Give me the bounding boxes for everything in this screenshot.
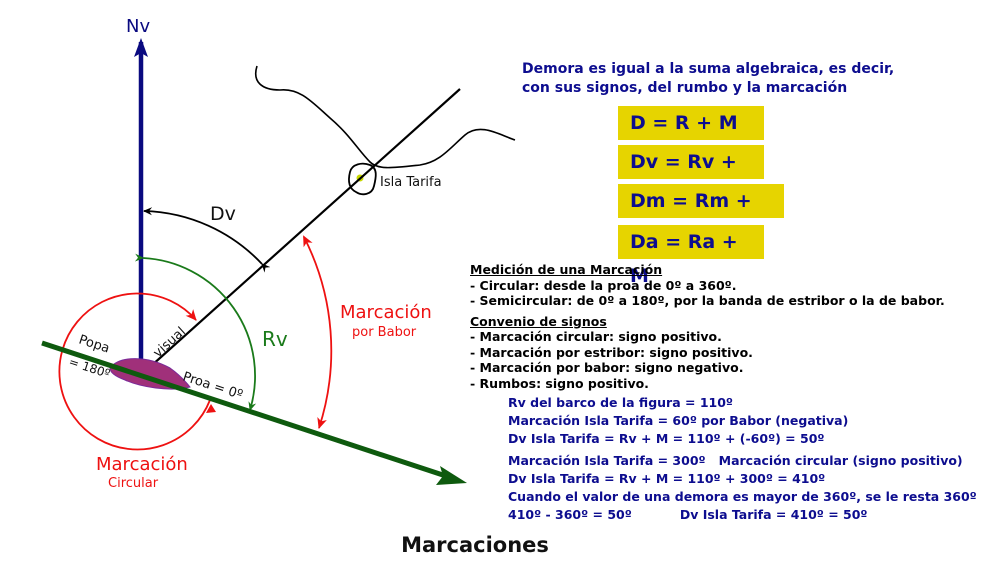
example-line: Rv del barco de la figura = 110º xyxy=(508,395,733,410)
medicion-item: - Circular: desde la proa de 0º a 360º. xyxy=(470,277,737,293)
example-final-row: 410º - 360º = 50º Dv Isla Tarifa = 410º =… xyxy=(508,506,977,524)
marcacion-circular-sublabel: Circular xyxy=(108,476,159,491)
ship-hull xyxy=(109,358,191,390)
dv-arc xyxy=(143,207,271,273)
notes-section: Medición de una Marcación - Circular: de… xyxy=(470,262,945,391)
coastline xyxy=(255,65,516,169)
medicion-heading: Medición de una Marcación xyxy=(470,262,663,277)
north-label: Nv xyxy=(126,16,150,37)
marcacion-circular-arc xyxy=(58,292,211,451)
convenio-item: - Rumbos: signo positivo. xyxy=(470,375,649,391)
formula-dm: Dm = Rm + M xyxy=(618,184,784,246)
example-line: Dv Isla Tarifa = Rv + M = 110º + (-60º) … xyxy=(508,431,825,446)
island-label: Isla Tarifa xyxy=(380,175,442,190)
rv-arc xyxy=(134,253,257,411)
example-line: Dv Isla Tarifa = Rv + M = 110º + 300º = … xyxy=(508,471,826,486)
marcacion-babor-arc xyxy=(303,235,333,429)
intro-text: Demora es igual a la suma algebraica, es… xyxy=(522,60,894,98)
heading-line xyxy=(41,340,453,481)
marcacion-babor-label: Marcación xyxy=(340,302,432,323)
medicion-item: - Semicircular: de 0º a 180º, por la ban… xyxy=(470,293,945,308)
dv-label: Dv xyxy=(210,203,236,225)
example-line: Marcación Isla Tarifa = 300º Marcación c… xyxy=(508,453,963,468)
page-title: Marcaciones xyxy=(401,533,549,557)
convenio-heading: Convenio de signos xyxy=(470,313,607,329)
north-arrow-icon xyxy=(134,38,148,57)
marcacion-babor-sublabel: por Babor xyxy=(352,325,417,340)
intro-line-2: con sus signos, del rumbo y la marcación xyxy=(522,80,848,96)
intro-line-1: Demora es igual a la suma algebraica, es… xyxy=(522,61,895,77)
formula-dv: Dv = Rv + M xyxy=(618,145,764,207)
formula-da: Da = Ra + M xyxy=(618,225,764,287)
example-section: Rv del barco de la figura = 110º Marcaci… xyxy=(508,394,977,524)
example-line: Marcación Isla Tarifa = 60º por Babor (n… xyxy=(508,413,849,428)
heading-arrow-icon xyxy=(436,466,467,485)
example-line: Cuando el valor de una demora es mayor d… xyxy=(508,489,977,504)
marcacion-circular-label: Marcación xyxy=(96,454,188,475)
convenio-item: - Marcación por babor: signo negativo. xyxy=(470,360,744,375)
convenio-item: - Marcación circular: signo positivo. xyxy=(470,329,722,344)
example-subtraction: 410º - 360º = 50º xyxy=(508,507,632,522)
convenio-item: - Marcación por estribor: signo positivo… xyxy=(470,344,753,360)
visual-label: visual xyxy=(151,324,189,361)
popa-label: Popa xyxy=(77,333,112,357)
example-result: Dv Isla Tarifa = 410º = 50º xyxy=(679,507,868,522)
marcacion-circular-start-arrow-icon xyxy=(206,404,216,413)
formula-d: D = R + M xyxy=(618,106,764,140)
rv-label: Rv xyxy=(262,327,288,351)
